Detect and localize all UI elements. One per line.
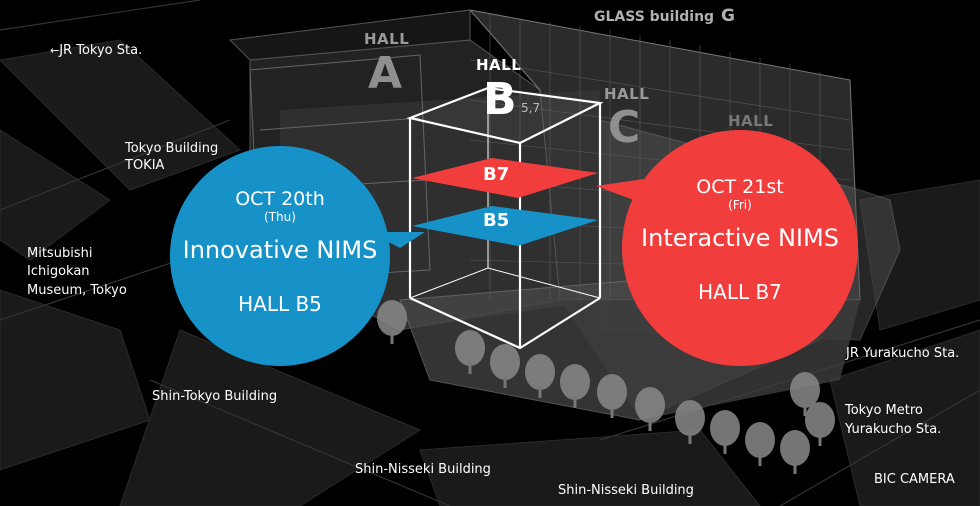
tree-trunk: [503, 376, 507, 388]
tree-trunk: [758, 454, 762, 466]
hall-a-word: HALL: [364, 30, 410, 48]
place-jr-yurakucho: JR Yurakucho Sta.: [846, 346, 960, 361]
hall-b-word: HALL: [476, 56, 522, 74]
floor-b7-plane: [412, 158, 598, 198]
tree-icon: [377, 300, 407, 336]
place-tokia: TOKIA: [125, 158, 165, 173]
tree-trunk: [468, 362, 472, 374]
floor-b7-label[interactable]: B7: [483, 164, 510, 185]
hall-c-letter: C: [608, 102, 641, 153]
glass-building-label: GLASS building G: [594, 8, 735, 26]
event-day: (Thu): [264, 210, 296, 224]
place-shin-nisseki-2: Shin-Nisseki Building: [558, 483, 694, 498]
event-bubble-right[interactable]: OCT 21st (Fri) Interactive NIMS HALL B7: [622, 130, 858, 366]
tree-icon: [490, 344, 520, 380]
tree-icon: [560, 364, 590, 400]
hall-d-word: HALL: [728, 112, 774, 130]
tree-trunk: [803, 404, 807, 416]
tree-icon: [790, 372, 820, 408]
event-day: (Fri): [728, 198, 752, 212]
place-metro-2: Yurakucho Sta.: [845, 422, 942, 437]
event-bubble-left[interactable]: OCT 20th (Thu) Innovative NIMS HALL B5: [170, 146, 390, 366]
place-shin-nisseki-1: Shin-Nisseki Building: [355, 462, 491, 477]
event-hall: HALL B5: [238, 292, 322, 316]
tree-icon: [455, 330, 485, 366]
event-name: Interactive NIMS: [641, 224, 839, 252]
hall-a-letter: A: [368, 48, 403, 99]
place-mitsubishi-3: Museum, Tokyo: [27, 283, 127, 298]
event-date: OCT 20th: [235, 188, 325, 210]
event-date: OCT 21st: [696, 176, 784, 198]
street-trees: [377, 300, 835, 474]
tree-icon: [780, 430, 810, 466]
tree-trunk: [818, 434, 822, 446]
floor-b5-plane: [412, 206, 598, 246]
tree-icon: [525, 354, 555, 390]
arrow-left-icon: ←: [50, 44, 60, 57]
tree-icon: [805, 402, 835, 438]
place-shin-tokyo: Shin-Tokyo Building: [152, 389, 278, 404]
tree-trunk: [610, 406, 614, 418]
place-jr-tokyo: ←JR Tokyo Sta.: [50, 42, 142, 59]
event-name: Innovative NIMS: [182, 236, 378, 264]
tree-trunk: [723, 442, 727, 454]
tree-icon: [597, 374, 627, 410]
tree-trunk: [573, 396, 577, 408]
tree-icon: [635, 387, 665, 423]
glass-building-letter: G: [720, 6, 735, 26]
tree-icon: [710, 410, 740, 446]
tree-trunk: [538, 386, 542, 398]
hall-c-word: HALL: [604, 85, 650, 103]
place-metro-1: Tokyo Metro: [845, 403, 923, 418]
place-jr-tokyo-text: JR Tokyo Sta.: [59, 43, 143, 58]
place-mitsubishi-2: Ichigokan: [27, 264, 90, 279]
place-mitsubishi-1: Mitsubishi: [27, 246, 93, 261]
place-tokyo-building: Tokyo Building: [125, 141, 219, 156]
hall-b-floors: 5,7: [521, 101, 541, 115]
glass-building-name: GLASS building: [594, 9, 715, 25]
place-bic-camera: BIC CAMERA: [874, 472, 955, 487]
tree-trunk: [390, 332, 394, 344]
hall-b-letter: B: [483, 74, 517, 125]
tree-icon: [675, 400, 705, 436]
tree-trunk: [793, 462, 797, 474]
event-hall: HALL B7: [698, 280, 782, 304]
tree-trunk: [688, 432, 692, 444]
floor-b5-label[interactable]: B5: [483, 210, 510, 231]
tree-trunk: [648, 419, 652, 431]
tree-icon: [745, 422, 775, 458]
